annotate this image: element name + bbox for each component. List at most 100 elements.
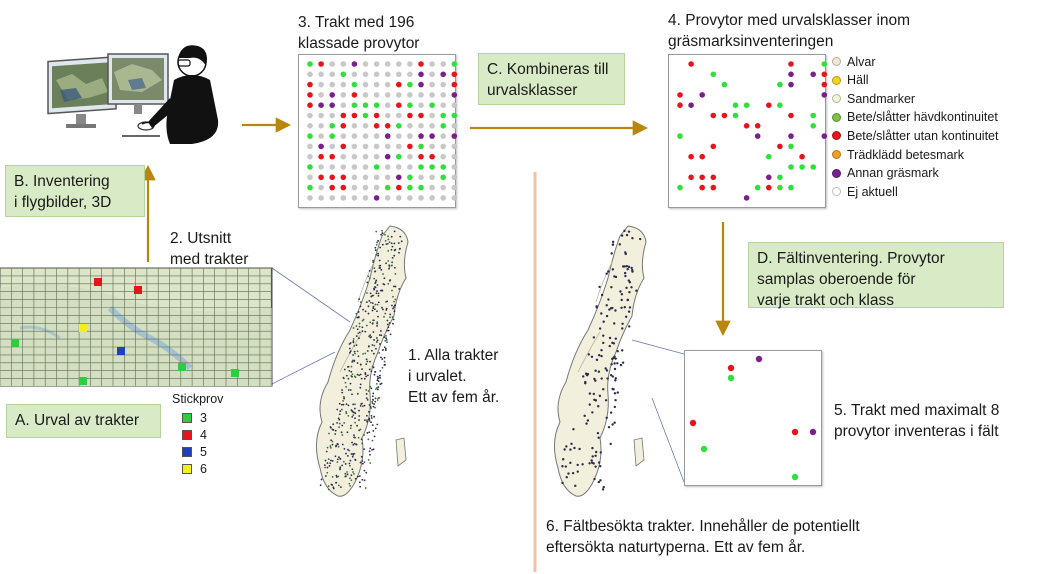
tract-dot bbox=[330, 439, 333, 442]
sample-plot bbox=[351, 174, 358, 181]
field-tract-dot bbox=[635, 289, 638, 292]
field-tract-dot bbox=[605, 272, 608, 275]
tract-dot bbox=[346, 471, 349, 473]
tract-dot bbox=[381, 289, 384, 292]
tract-dot bbox=[338, 422, 341, 425]
tract-dot bbox=[353, 452, 356, 455]
tract-dot bbox=[361, 326, 364, 329]
tract-dot bbox=[344, 472, 347, 475]
tract-dot bbox=[365, 397, 368, 400]
tract-marker bbox=[79, 377, 87, 385]
field-tract-dot bbox=[584, 382, 587, 385]
sample-plot bbox=[407, 71, 413, 78]
tract-dot bbox=[387, 326, 390, 329]
field-tract-dot bbox=[619, 363, 623, 367]
sample-plot bbox=[318, 195, 324, 201]
field-tract-dot bbox=[600, 293, 604, 297]
tract-dot bbox=[343, 422, 346, 424]
tract-dot bbox=[331, 440, 334, 443]
tract-dot bbox=[393, 230, 396, 233]
tract-dot bbox=[339, 410, 342, 413]
tract-dot bbox=[331, 443, 334, 446]
sample-plot bbox=[429, 112, 435, 119]
tract-dot bbox=[359, 428, 362, 431]
tract-dot bbox=[360, 377, 363, 380]
tract-dot bbox=[372, 307, 375, 310]
classified-plot bbox=[754, 184, 761, 191]
tract-dot bbox=[371, 395, 374, 398]
tract-dot bbox=[398, 251, 400, 254]
tract-dot bbox=[361, 462, 364, 465]
tract-dot bbox=[345, 452, 347, 455]
tract-dot bbox=[382, 273, 384, 275]
tract-dot bbox=[328, 432, 330, 435]
sample-plot bbox=[307, 61, 313, 67]
class-legend-item: Bete/slåtter hävdkontinuitet bbox=[832, 109, 998, 126]
tract-dot bbox=[373, 415, 376, 418]
sample-plot bbox=[451, 133, 458, 139]
sample-plot bbox=[440, 61, 446, 67]
field-tract-dot bbox=[624, 315, 628, 318]
tract-dot bbox=[329, 446, 332, 449]
field-tract-dot bbox=[611, 306, 614, 310]
tract-dot bbox=[338, 418, 341, 421]
tract-dot bbox=[347, 377, 350, 380]
sample-plot bbox=[373, 81, 380, 88]
tract-dot bbox=[340, 431, 343, 434]
classified-plot bbox=[710, 112, 717, 119]
tract-dot bbox=[380, 334, 383, 337]
field-tract-dot bbox=[594, 369, 597, 372]
tract-dot bbox=[378, 259, 381, 262]
tract-dot bbox=[381, 306, 383, 309]
tract-dot bbox=[353, 359, 356, 362]
tract-dot bbox=[376, 388, 379, 391]
stickprov-item: 5 bbox=[182, 444, 207, 460]
tract-dot bbox=[375, 347, 377, 350]
tract-dot bbox=[383, 346, 386, 349]
stickprov-swatch bbox=[182, 413, 192, 423]
tract-dot bbox=[351, 373, 354, 376]
classified-plot bbox=[810, 71, 816, 78]
field-tract-dot bbox=[621, 327, 624, 330]
class-legend-item: Häll bbox=[832, 72, 869, 89]
tract-dot bbox=[379, 383, 382, 386]
tract-dot bbox=[341, 464, 344, 467]
sample-plot bbox=[418, 195, 424, 201]
field-tract-dot bbox=[623, 265, 626, 268]
sample-plot bbox=[396, 174, 402, 181]
sample-plot bbox=[451, 61, 458, 67]
sample-plot bbox=[407, 164, 413, 170]
classified-plot bbox=[732, 112, 739, 119]
field-tract-dot bbox=[602, 320, 605, 323]
classified-plot bbox=[688, 174, 694, 181]
tract-dot bbox=[374, 270, 377, 273]
tract-dot bbox=[342, 460, 345, 463]
tract-dot bbox=[377, 301, 380, 304]
tract-dot bbox=[326, 446, 329, 449]
classified-plot bbox=[799, 153, 805, 160]
sample-plot bbox=[351, 71, 358, 78]
field-tract-dot bbox=[613, 362, 616, 365]
stickprov-title: Stickprov bbox=[172, 392, 224, 406]
tract-dot bbox=[367, 312, 370, 315]
sample-plot bbox=[396, 92, 402, 98]
tract-dot bbox=[385, 243, 388, 246]
sample-plot bbox=[329, 195, 335, 201]
panel-field-plots bbox=[684, 350, 822, 486]
field-tract-dot bbox=[627, 279, 630, 282]
field-tract-dot bbox=[613, 367, 617, 371]
tract-dot bbox=[354, 417, 356, 420]
field-tract-dot bbox=[630, 286, 633, 289]
tract-dot bbox=[369, 360, 371, 363]
tract-dot bbox=[336, 458, 339, 461]
sample-plot bbox=[318, 143, 324, 150]
tract-dot bbox=[341, 389, 343, 391]
tract-dot bbox=[361, 442, 364, 445]
tract-dot bbox=[376, 423, 379, 426]
classified-plot bbox=[821, 133, 828, 139]
field-tract-dot bbox=[586, 419, 590, 422]
stickprov-swatch bbox=[182, 447, 192, 457]
tract-dot bbox=[388, 265, 391, 268]
tract-dot bbox=[361, 460, 364, 462]
sample-plot bbox=[384, 143, 391, 150]
